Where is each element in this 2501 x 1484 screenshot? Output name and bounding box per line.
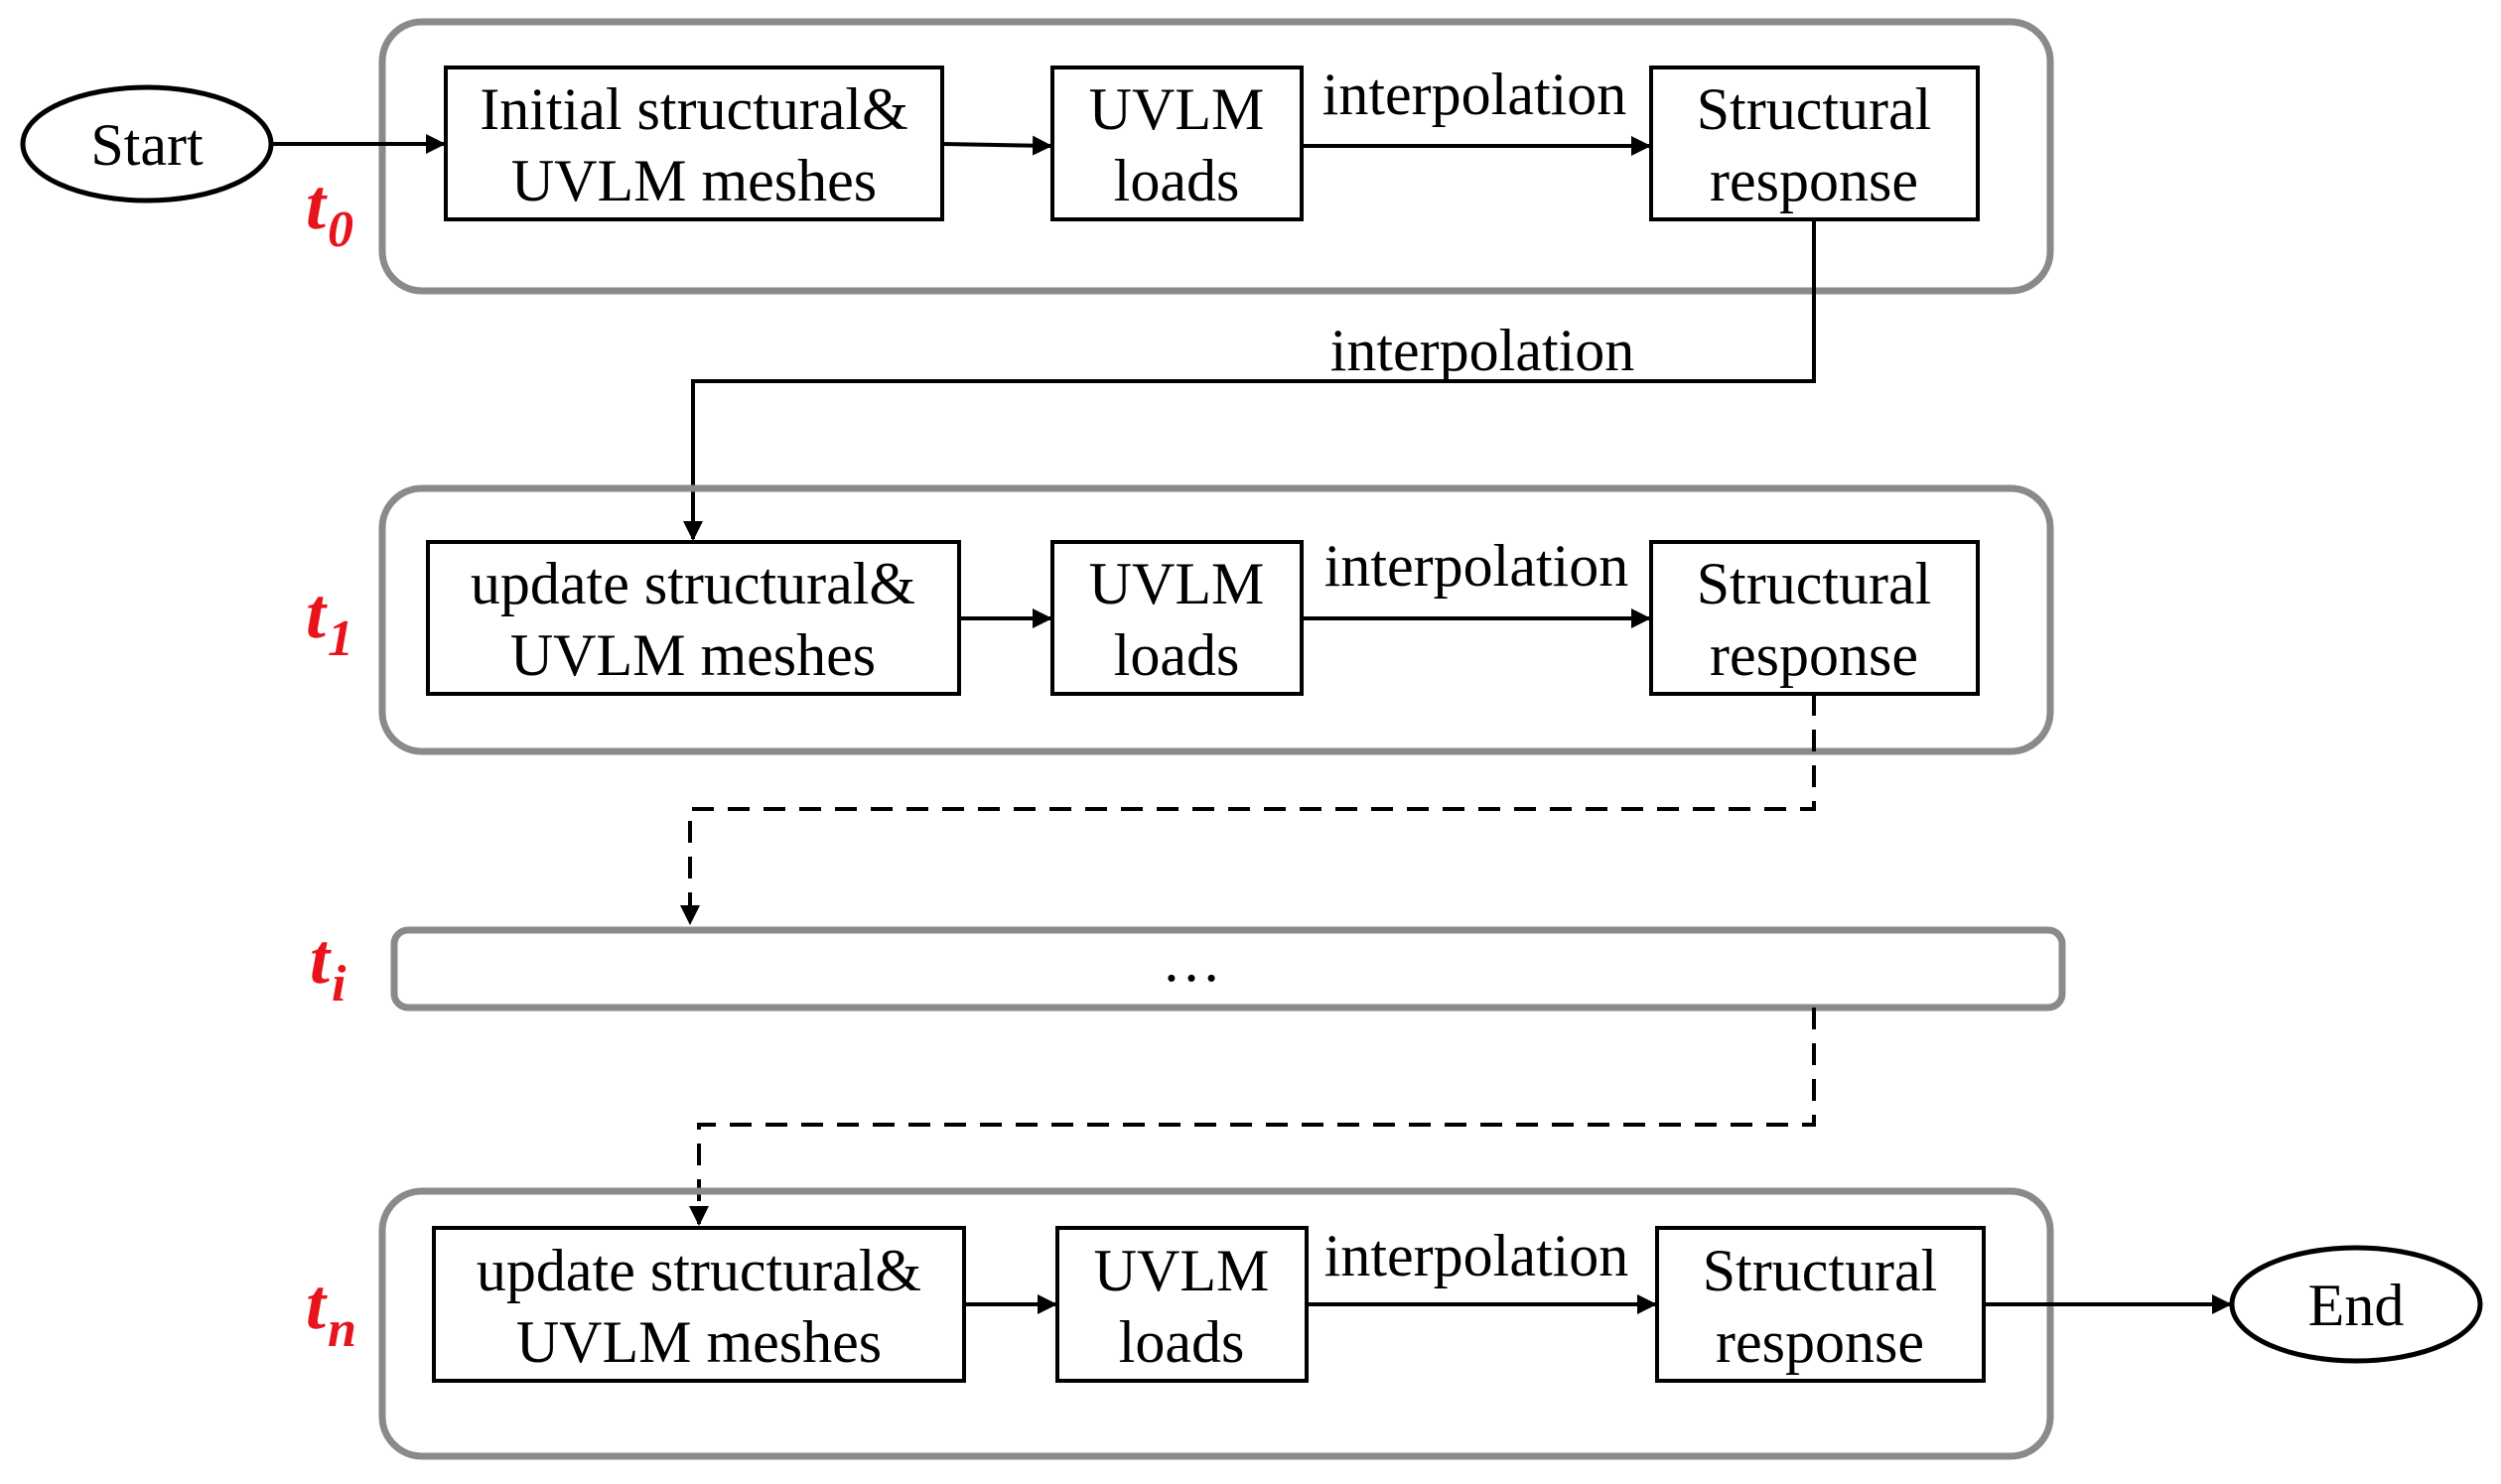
- start-label: Start: [90, 112, 204, 178]
- stage-t1-mesh-step: update structural& UVLM meshes: [426, 540, 961, 696]
- ellipsis: …: [1162, 928, 1221, 994]
- svg-text:response: response: [1710, 148, 1918, 213]
- svg-text:loads: loads: [1114, 148, 1240, 213]
- svg-text:loads: loads: [1119, 1309, 1245, 1375]
- svg-text:Initial structural&: Initial structural&: [480, 76, 908, 142]
- stage-t0-container: [378, 18, 2054, 295]
- arrow-t1-to-ti: [680, 694, 1816, 925]
- stage-tn: tn update structural& UVLM meshes UVLM l…: [306, 1187, 2232, 1460]
- stage-tn-interpolation-label: interpolation: [1324, 1223, 1629, 1288]
- stage-t1-response-step: Structural response: [1649, 540, 1980, 696]
- svg-text:UVLM meshes: UVLM meshes: [516, 1309, 882, 1375]
- stage-ti: ti …: [310, 919, 2066, 1012]
- end-node: End: [2229, 1245, 2483, 1364]
- stage-t0-mesh-step: Initial structural& UVLM meshes: [444, 66, 944, 221]
- svg-text:response: response: [1716, 1309, 1924, 1375]
- svg-text:update structural&: update structural&: [471, 551, 915, 616]
- svg-text:UVLM: UVLM: [1089, 76, 1265, 142]
- time-label-t1: t1: [306, 574, 353, 667]
- stage-tn-response-step: Structural response: [1655, 1226, 1986, 1383]
- time-label-ti: ti: [310, 919, 347, 1012]
- stage-t0: t0 Initial structural& UVLM meshes UVLM …: [271, 18, 2054, 295]
- stage-ti-container: [390, 926, 2066, 1012]
- stage-tn-container: [378, 1187, 2054, 1460]
- stage-t1-loads-step: UVLM loads: [1050, 540, 1304, 696]
- svg-text:response: response: [1710, 622, 1918, 688]
- time-label-t0: t0: [306, 165, 353, 258]
- svg-text:Structural: Structural: [1697, 76, 1932, 142]
- stage-t0-interpolation-label: interpolation: [1322, 62, 1627, 127]
- stage-tn-mesh-step: update structural& UVLM meshes: [432, 1226, 966, 1383]
- stage-tn-loads-step: UVLM loads: [1055, 1226, 1309, 1383]
- svg-text:update structural&: update structural&: [477, 1238, 921, 1303]
- arrow-t0-mesh-to-loads: [941, 135, 1052, 156]
- svg-text:loads: loads: [1114, 622, 1240, 688]
- stage-t1-interpolation-label: interpolation: [1324, 533, 1629, 599]
- end-label: End: [2308, 1273, 2405, 1338]
- svg-text:UVLM meshes: UVLM meshes: [510, 622, 876, 688]
- stage-t0-response-step: Structural response: [1649, 66, 1980, 221]
- svg-text:UVLM: UVLM: [1094, 1238, 1270, 1303]
- time-label-tn: tn: [306, 1265, 356, 1358]
- transition-interpolation-label: interpolation: [1330, 318, 1635, 383]
- svg-text:UVLM: UVLM: [1089, 551, 1265, 616]
- stage-t0-loads-step: UVLM loads: [1050, 66, 1304, 221]
- stage-t1: t1 update structural& UVLM meshes UVLM l…: [306, 484, 2054, 755]
- svg-text:UVLM meshes: UVLM meshes: [511, 148, 877, 213]
- arrow-t0-to-t1: [683, 219, 1816, 541]
- svg-text:Structural: Structural: [1703, 1238, 1938, 1303]
- start-node: Start: [20, 84, 274, 203]
- stage-t1-container: [378, 484, 2054, 755]
- svg-text:Structural: Structural: [1697, 551, 1932, 616]
